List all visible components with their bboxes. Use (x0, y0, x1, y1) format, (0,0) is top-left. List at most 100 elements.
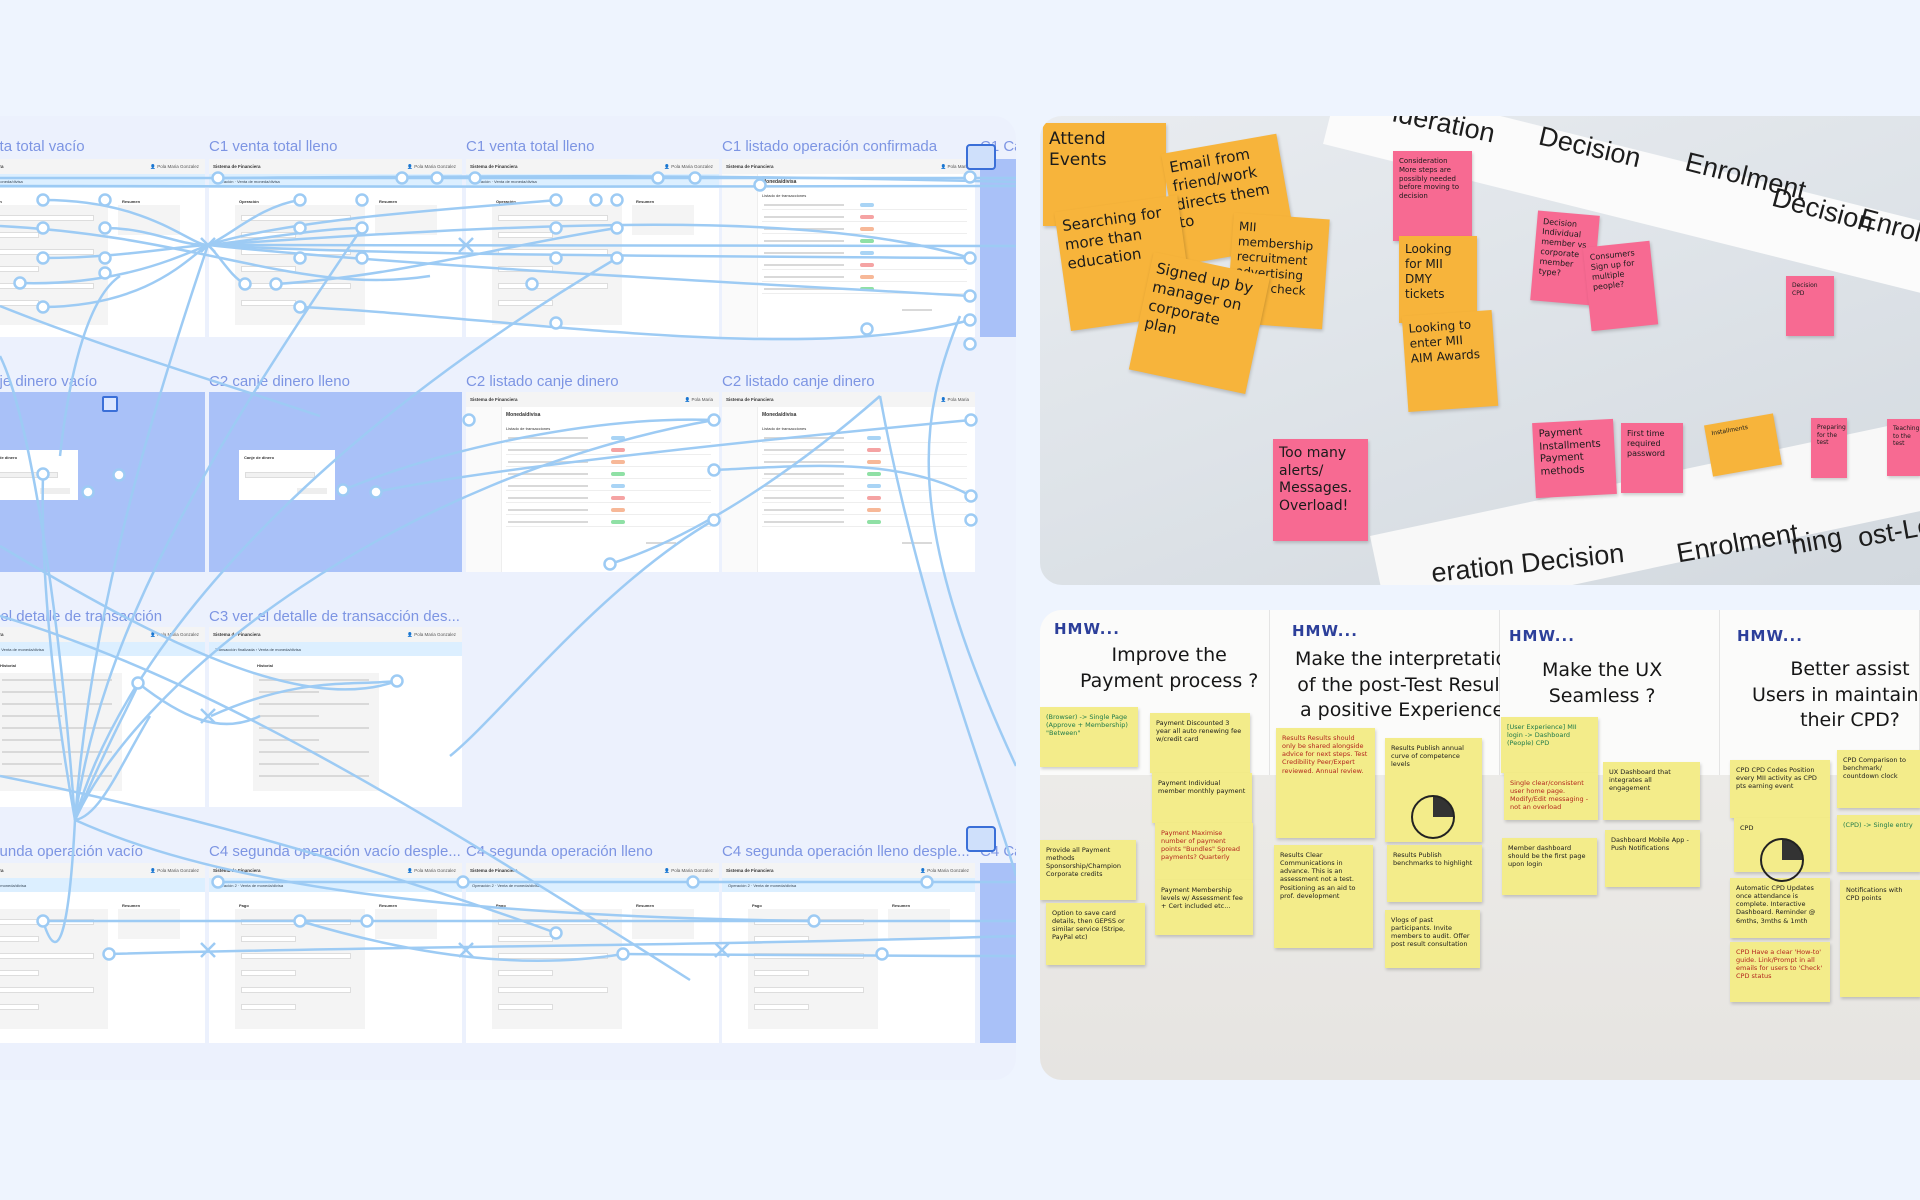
input-field[interactable] (498, 936, 553, 942)
screen-frame[interactable]: Sistema de Financiera👤 Pola Maria Gonzal… (722, 863, 975, 1043)
pagination[interactable] (646, 542, 676, 544)
input-field[interactable] (754, 1004, 809, 1010)
screen-frame[interactable] (980, 159, 1016, 337)
input-field[interactable] (0, 1004, 39, 1010)
input-field[interactable] (498, 283, 608, 289)
table-row[interactable] (762, 257, 967, 258)
table-row[interactable] (506, 490, 711, 491)
breadcrumb[interactable]: Operación · Venta de moneda/divisa (209, 174, 462, 188)
table-row[interactable] (762, 245, 967, 246)
pagination[interactable] (902, 542, 932, 544)
breadcrumb[interactable]: Transacción finalizada › Venta de moneda… (0, 642, 205, 656)
frame-title[interactable]: C4 segunda operación vacío (0, 843, 143, 860)
breadcrumb[interactable]: Operación 2 · Venta de moneda/divisa (209, 878, 462, 892)
input-field[interactable] (754, 953, 864, 959)
table-row[interactable] (762, 514, 967, 515)
table-row[interactable] (506, 454, 711, 455)
modal-input[interactable] (0, 472, 58, 478)
input-field[interactable] (0, 300, 39, 306)
input-field[interactable] (498, 232, 553, 238)
input-field[interactable] (0, 970, 39, 976)
input-field[interactable] (498, 919, 608, 925)
table-row[interactable] (762, 454, 967, 455)
table-row[interactable] (762, 293, 967, 294)
input-field[interactable] (241, 987, 351, 993)
prototype-device-icon[interactable] (102, 396, 118, 412)
input-field[interactable] (498, 1004, 553, 1010)
input-field[interactable] (241, 266, 296, 272)
modal-button[interactable] (40, 488, 70, 494)
hotspot-node[interactable] (963, 337, 977, 351)
frame-title[interactable]: C3 ver el detalle de transacción des... (209, 608, 460, 625)
input-field[interactable] (498, 953, 608, 959)
input-field[interactable] (241, 300, 296, 306)
screen-frame[interactable]: Sistema de Financiera👤 Pola Maria Gonzal… (209, 159, 462, 337)
input-field[interactable] (241, 953, 351, 959)
screen-frame[interactable] (980, 863, 1016, 1043)
frame-title[interactable]: C2 listado canje dinero (466, 373, 619, 390)
breadcrumb[interactable]: Operación · Venta de moneda/divisa (0, 174, 205, 188)
breadcrumb[interactable]: Operación · Venta de moneda/divisa (466, 174, 719, 188)
input-field[interactable] (498, 970, 553, 976)
input-field[interactable] (498, 215, 608, 221)
prototype-flow-canvas[interactable]: C1 venta total vacíoSistema de Financier… (0, 116, 1016, 1080)
input-field[interactable] (241, 936, 296, 942)
input-field[interactable] (0, 987, 94, 993)
screen-frame[interactable]: Sistema de Financiera👤 Pola Maria Gonzal… (466, 159, 719, 337)
input-field[interactable] (0, 936, 39, 942)
input-field[interactable] (0, 266, 39, 272)
frame-title[interactable]: C2 canje dinero lleno (209, 373, 350, 390)
input-field[interactable] (241, 970, 296, 976)
table-row[interactable] (506, 526, 711, 527)
frame-title[interactable]: C2 canje dinero vacío (0, 373, 98, 390)
screen-frame[interactable]: Sistema de Financiera👤 Pola Maria Gonzal… (466, 863, 719, 1043)
input-field[interactable] (0, 919, 94, 925)
screen-frame[interactable]: Sistema de Financiera👤 Pola Maria Gonzal… (0, 159, 205, 337)
input-field[interactable] (498, 987, 608, 993)
input-field[interactable] (241, 232, 296, 238)
table-row[interactable] (762, 502, 967, 503)
frame-title[interactable]: C3 ver el detalle de transacción (0, 608, 163, 625)
prototype-device-icon[interactable] (966, 826, 996, 852)
table-row[interactable] (762, 209, 967, 210)
input-field[interactable] (754, 936, 809, 942)
breadcrumb[interactable]: Operación 2 · Venta de moneda/divisa (0, 878, 205, 892)
frame-title[interactable]: C1 listado operación confirmada (722, 138, 938, 155)
frame-title[interactable]: C4 segunda operación lleno (466, 843, 653, 860)
screen-frame[interactable]: Sistema de Financiera👤 Pola Maria Gonzal… (209, 627, 462, 807)
table-row[interactable] (762, 281, 967, 282)
table-row[interactable] (506, 502, 711, 503)
input-field[interactable] (754, 970, 809, 976)
breadcrumb[interactable]: Operación 2 · Venta de moneda/divisa (722, 878, 975, 892)
screen-frame[interactable]: Canje de dinero (209, 392, 462, 572)
input-field[interactable] (0, 215, 94, 221)
input-field[interactable] (241, 215, 351, 221)
prototype-device-icon[interactable] (966, 144, 996, 170)
pagination[interactable] (902, 309, 932, 311)
input-field[interactable] (0, 249, 94, 255)
table-row[interactable] (762, 478, 967, 479)
table-row[interactable] (762, 269, 967, 270)
input-field[interactable] (498, 249, 608, 255)
table-row[interactable] (762, 490, 967, 491)
input-field[interactable] (241, 1004, 296, 1010)
table-row[interactable] (762, 233, 967, 234)
modal-input[interactable] (245, 472, 315, 478)
input-field[interactable] (241, 249, 351, 255)
frame-title[interactable]: C1 venta total vacío (0, 138, 85, 155)
screen-frame[interactable]: Canje de dinero (0, 392, 205, 572)
breadcrumb[interactable]: Operación 2 · Venta de moneda/divisa (466, 878, 719, 892)
input-field[interactable] (498, 266, 553, 272)
input-field[interactable] (754, 919, 864, 925)
input-field[interactable] (0, 953, 94, 959)
input-field[interactable] (241, 919, 351, 925)
screen-frame[interactable]: Sistema de Financiera👤 Pola Maria Gonzal… (209, 863, 462, 1043)
frame-title[interactable]: C1 venta total lleno (209, 138, 338, 155)
table-row[interactable] (762, 221, 967, 222)
table-row[interactable] (506, 514, 711, 515)
table-row[interactable] (506, 478, 711, 479)
frame-title[interactable]: C4 segunda operación vacío desple... (209, 843, 461, 860)
